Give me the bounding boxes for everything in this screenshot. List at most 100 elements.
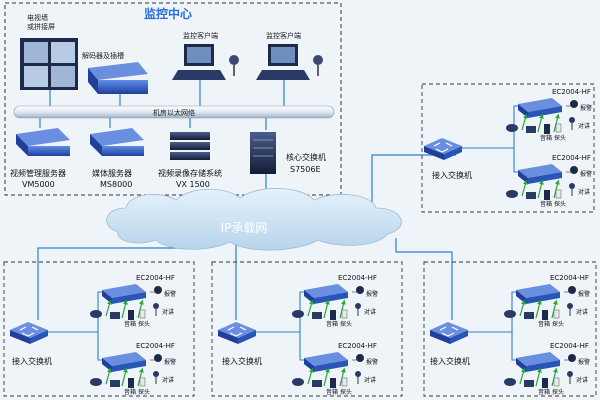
vm-server-icon xyxy=(16,128,70,156)
core-switch-model: S7506E xyxy=(290,165,321,174)
intercom-icon xyxy=(153,303,159,309)
alarm-icon xyxy=(568,354,576,362)
encoder-label: EC2004-HF xyxy=(136,342,175,350)
sensor-label: 探头 xyxy=(554,200,566,208)
sensor-icon xyxy=(139,309,146,319)
alarm-label: 报警 xyxy=(578,358,590,366)
talk-label: 对讲 xyxy=(162,308,174,316)
alarm-label: 报警 xyxy=(366,290,378,298)
audio-label: 音箱 xyxy=(326,388,338,396)
vm-server-name: 视频管理服务器 xyxy=(10,168,66,178)
site-link xyxy=(462,147,518,173)
center-title: 监控中心 xyxy=(144,6,192,21)
ms-server-icon xyxy=(90,128,144,156)
camera-icon xyxy=(504,310,516,318)
alarm-icon xyxy=(154,354,162,362)
ms-server-model: MS8000 xyxy=(100,180,132,189)
sensor-icon xyxy=(553,309,560,319)
decoder-label: 解码器及插槽 xyxy=(82,51,124,60)
camera-icon xyxy=(292,378,304,386)
speaker-icon xyxy=(330,378,336,388)
site-frame xyxy=(423,261,597,397)
alarm-icon xyxy=(356,286,364,294)
alarm-label: 报警 xyxy=(164,290,176,298)
access-switch-label: 接入交换机 xyxy=(432,170,472,180)
alarm-icon xyxy=(570,166,578,174)
lan-label: 机房以太网络 xyxy=(153,108,195,117)
intercom-icon xyxy=(567,371,573,377)
encoder-box-top xyxy=(516,352,560,366)
storage-system-icon xyxy=(170,132,210,160)
link-cloud-tr xyxy=(371,154,456,212)
talk-label: 对讲 xyxy=(364,376,376,384)
speaker-icon xyxy=(542,310,548,320)
camera-icon xyxy=(526,126,536,133)
camera-icon xyxy=(312,312,322,319)
core-switch-name: 核心交换机 xyxy=(286,152,326,162)
site-bottom-left: 接入交换机EC2004-HF报警对讲音箱探头EC2004-HF报警对讲音箱探头 xyxy=(3,261,195,397)
access-switch-label: 接入交换机 xyxy=(222,356,262,366)
speaker-icon xyxy=(128,378,134,388)
encoder-label: EC2004-HF xyxy=(338,342,377,350)
access-switch-icon xyxy=(430,322,468,344)
site-bottom-middle: 接入交换机EC2004-HF报警对讲音箱探头EC2004-HF报警对讲音箱探头 xyxy=(211,261,403,397)
camera-icon xyxy=(292,310,304,318)
camera-icon xyxy=(90,310,102,318)
encoder-unit: EC2004-HF报警对讲音箱探头 xyxy=(90,274,176,328)
audio-label: 音箱 xyxy=(540,134,552,142)
audio-label: 音箱 xyxy=(538,388,550,396)
video-wall-icon xyxy=(20,38,78,90)
link-cloud-br xyxy=(395,238,453,320)
storage-name: 视频录像存储系统 xyxy=(158,168,222,178)
encoder-unit: EC2004-HF报警对讲音箱探头 xyxy=(292,274,378,328)
access-switch-icon xyxy=(10,322,48,344)
client-workstation-1-icon xyxy=(172,44,239,80)
site-link xyxy=(48,331,102,361)
encoder-label: EC2004-HF xyxy=(550,342,589,350)
vm-server-model: VM5000 xyxy=(22,180,55,189)
audio-label: 音箱 xyxy=(124,388,136,396)
encoder-unit: EC2004-HF报警对讲音箱探头 xyxy=(506,88,592,142)
camera-icon xyxy=(524,312,534,319)
camera-icon xyxy=(506,124,518,132)
site-link xyxy=(256,331,304,361)
center-drops xyxy=(39,80,285,130)
access-switch-label: 接入交换机 xyxy=(430,356,470,366)
talk-label: 对讲 xyxy=(162,376,174,384)
audio-label: 音箱 xyxy=(540,200,552,208)
encoder-label: EC2004-HF xyxy=(136,274,175,282)
speaker-icon xyxy=(544,190,550,200)
ip-network-cloud xyxy=(106,188,402,251)
storage-model: VX 1500 xyxy=(176,180,210,189)
client-label-2: 监控客户端 xyxy=(266,31,301,40)
encoder-box-top xyxy=(304,352,348,366)
talk-label: 对讲 xyxy=(576,376,588,384)
sensor-icon xyxy=(553,377,560,387)
intercom-icon xyxy=(153,371,159,377)
alarm-icon xyxy=(570,100,578,108)
site-bottom-right: 接入交换机EC2004-HF报警对讲音箱探头EC2004-HF报警对讲音箱探头 xyxy=(423,261,597,397)
camera-icon xyxy=(506,190,518,198)
camera-icon xyxy=(110,312,120,319)
talk-label: 对讲 xyxy=(578,122,590,130)
alarm-label: 报警 xyxy=(164,358,176,366)
sensor-label: 探头 xyxy=(138,388,150,396)
talk-label: 对讲 xyxy=(364,308,376,316)
sensor-label: 探头 xyxy=(554,134,566,142)
site-frame xyxy=(421,83,595,213)
camera-icon xyxy=(110,380,120,387)
alarm-label: 报警 xyxy=(580,170,592,178)
alarm-label: 报警 xyxy=(366,358,378,366)
decoder-rack-icon xyxy=(88,62,148,94)
client-label-1: 监控客户端 xyxy=(183,31,218,40)
sensor-icon xyxy=(341,309,348,319)
access-switch-icon xyxy=(424,138,462,160)
encoder-box-top xyxy=(518,164,562,178)
monitoring-center: 监控中心 电视墙 或拼接屏 解码器及插槽 监控客户端 监控客户端 xyxy=(4,2,342,196)
encoder-box-top xyxy=(102,352,146,366)
encoder-label: EC2004-HF xyxy=(552,88,591,96)
camera-icon xyxy=(526,192,536,199)
encoder-unit: EC2004-HF报警对讲音箱探头 xyxy=(506,154,592,208)
site-frame xyxy=(3,261,195,397)
client-workstation-2-icon xyxy=(256,44,323,80)
